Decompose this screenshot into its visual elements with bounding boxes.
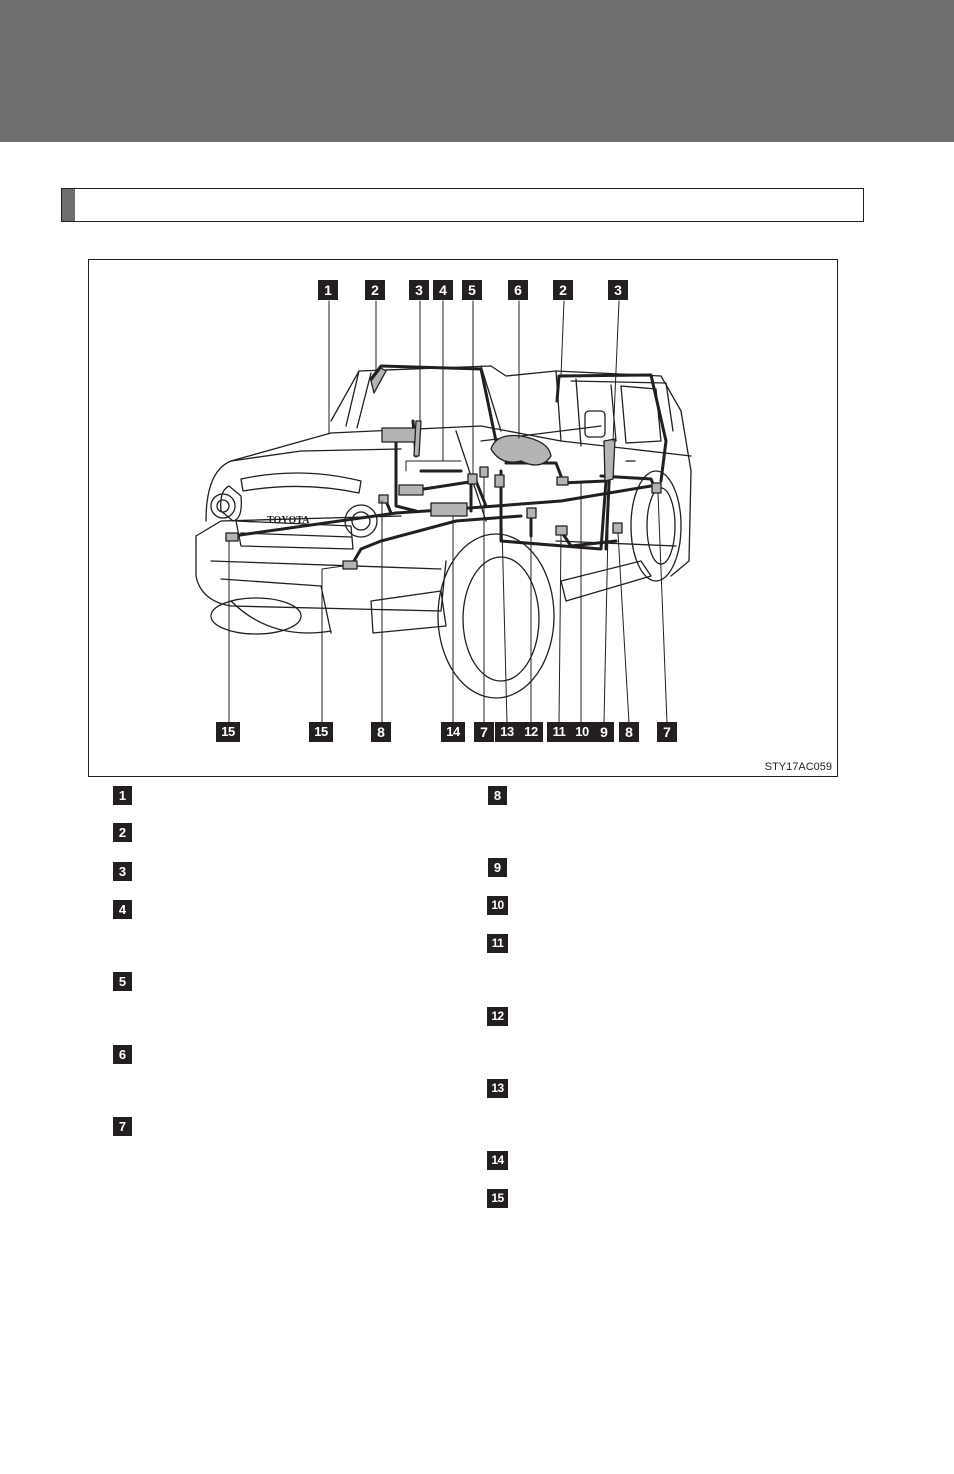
callout-7: 7 (474, 722, 494, 742)
vehicle-diagram: TOYOTA 1 2 3 4 5 (88, 259, 838, 777)
legend-badge-8: 8 (488, 786, 507, 805)
callout-3-rear: 3 (608, 280, 628, 300)
legend-badge-1: 1 (113, 786, 132, 805)
wiring-harness (231, 364, 668, 568)
legend-badge-5: 5 (113, 972, 132, 991)
callout-15-second: 15 (309, 722, 333, 742)
callout-15: 15 (216, 722, 240, 742)
callout-3: 3 (409, 280, 429, 300)
section-accent (62, 189, 75, 221)
legend-badge-4: 4 (113, 900, 132, 919)
legend-badge-12: 12 (487, 1007, 508, 1026)
callout-14: 14 (441, 722, 465, 742)
legend-badge-9: 9 (488, 858, 507, 877)
figure-id: STY17AC059 (764, 761, 832, 773)
callout-5: 5 (462, 280, 482, 300)
legend-badge-14: 14 (487, 1151, 508, 1170)
callout-8: 8 (371, 722, 391, 742)
header-band (0, 0, 954, 142)
legend-badge-6: 6 (113, 1045, 132, 1064)
harness-components (225, 367, 662, 570)
legend-badge-7: 7 (113, 1117, 132, 1136)
callout-11: 11 (547, 722, 571, 742)
callout-12: 12 (519, 722, 543, 742)
callout-2: 2 (365, 280, 385, 300)
svg-text:TOYOTA: TOYOTA (267, 515, 310, 526)
legend-badge-13: 13 (487, 1079, 508, 1098)
legend-badge-10: 10 (487, 896, 508, 915)
grille-badge: TOYOTA (267, 515, 310, 526)
callout-2-rear: 2 (553, 280, 573, 300)
callout-8-rear: 8 (619, 722, 639, 742)
vehicle-illustration: TOYOTA (195, 300, 692, 724)
callout-1: 1 (318, 280, 338, 300)
legend-badge-15: 15 (487, 1189, 508, 1208)
leader-lines (228, 300, 668, 724)
legend-badge-2: 2 (113, 823, 132, 842)
callout-13: 13 (495, 722, 519, 742)
callout-4: 4 (433, 280, 453, 300)
callout-7-rear: 7 (657, 722, 677, 742)
section-heading-bar (61, 188, 864, 222)
callout-9: 9 (594, 722, 614, 742)
callout-6: 6 (508, 280, 528, 300)
callout-10: 10 (570, 722, 594, 742)
vehicle-wheels (210, 470, 682, 699)
legend-badge-11: 11 (487, 934, 508, 953)
legend-badge-3: 3 (113, 862, 132, 881)
